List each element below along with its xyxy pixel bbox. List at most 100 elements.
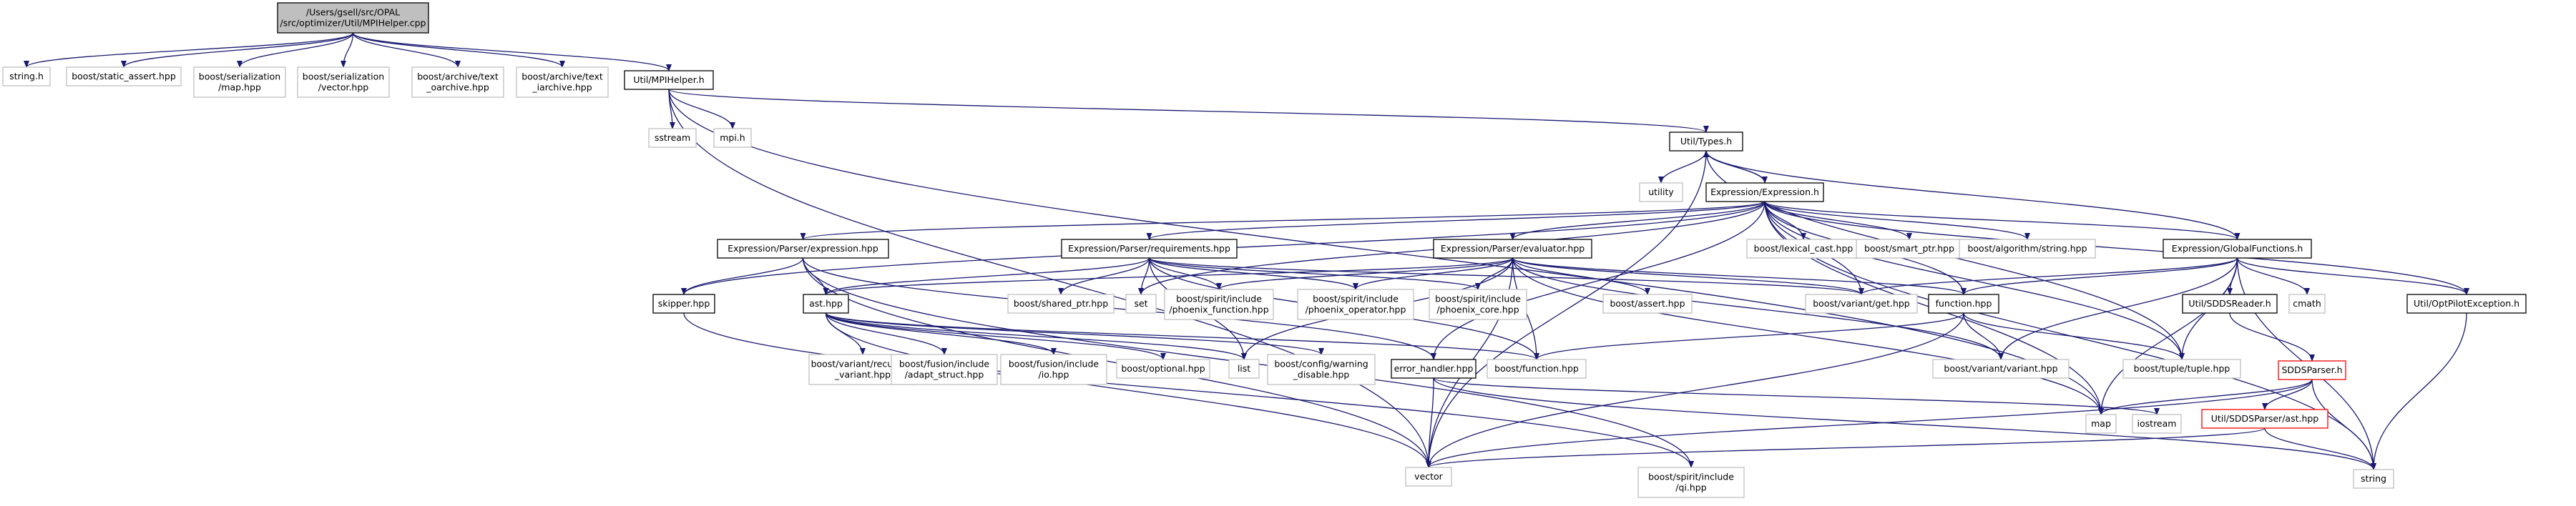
node-box [2085,414,2117,434]
node-sdds-parser[interactable]: SDDSParser.h [2278,360,2346,380]
node-function-hpp[interactable]: function.hpp [1928,294,1999,314]
edge-global_functions-to-variant_get [1858,257,2238,295]
node-label: boost/lexical_cast.hpp [1754,243,1853,254]
node-label: boost/fusion/include [899,359,990,369]
node-box [2278,360,2346,380]
node-map: map [2085,414,2117,434]
node-phoenix-core: boost/spirit/include/phoenix_core.hpp [1429,289,1527,320]
node-box [1164,289,1274,320]
node-label: Expression/Parser/expression.hpp [728,243,878,254]
edge-ast-to-vector [825,312,1431,468]
edge-global_functions-to-cmath [2236,257,2310,295]
node-optpilot-exception[interactable]: Util/OptPilotException.h [2406,294,2527,314]
node-label: Util/SDDSParser/ast.hpp [2211,413,2319,424]
node-sdds-parser-ast[interactable]: Util/SDDSParser/ast.hpp [2201,409,2328,429]
node-label: SDDSParser.h [2282,364,2343,375]
edge-global_functions-to-function_hpp [1961,257,2238,295]
node-box [1669,132,1743,152]
node-global-functions[interactable]: Expression/GlobalFunctions.h [2163,239,2312,259]
node-label: boost/config/warning [1274,359,1368,369]
edge-ast-to-optional [825,312,1166,360]
edge-sdds_parser-to-vector [1426,379,2313,468]
node-label: _oarchive.hpp [426,82,489,93]
node-box [1602,294,1693,314]
edge-optpilot_exception-to-string [2371,312,2467,470]
edge-root-to-mpihelper_h [352,32,672,71]
node-label: boost/archive/text [521,71,603,82]
node-parser-expression[interactable]: Expression/Parser/expression.hpp [717,239,889,259]
edge-sdds_parser_ast-to-vector [1426,427,2266,468]
edge-global_functions-to-types_h [1703,150,2238,240]
node-label: boost/shared_ptr.hpp [1014,298,1108,309]
node-config-warning: boost/config/warning_disable.hpp [1267,354,1376,385]
node-box [624,70,714,90]
node-sdds-reader[interactable]: Util/SDDSReader.h [2182,294,2278,314]
edge-parser_evaluator-to-map [1512,257,2104,415]
node-label: boost/variant/recursive [811,359,915,369]
node-box [1429,289,1527,320]
edge-expression_h-to-global_functions [1764,201,2240,240]
node-ast[interactable]: ast.hpp [803,294,849,314]
node-root[interactable]: /Users/gsell/src/OPAL/src/optimizer/Util… [277,2,429,34]
node-label: boost/serialization [199,71,280,82]
edge-parser_evaluator-to-ast [823,257,1514,295]
node-box [1487,359,1587,379]
node-smart-ptr: boost/smart_ptr.hpp [1856,239,1963,259]
node-box [648,128,697,148]
edge-parser_evaluator-to-function_hpp [1512,257,1967,295]
node-static-assert: boost/static_assert.hpp [66,66,182,86]
node-box [66,66,182,86]
node-box [891,354,998,385]
edge-error_handler-to-iostream [1433,377,2160,415]
node-types-h[interactable]: Util/Types.h [1669,132,1743,152]
node-expression-h[interactable]: Expression/Expression.h [1705,182,1824,202]
node-sstream: sstream [648,128,697,148]
node-label: Util/MPIHelper.h [633,74,704,85]
node-parser-evaluator[interactable]: Expression/Parser/evaluator.hpp [1433,239,1592,259]
node-string: string [2353,469,2394,489]
node-phoenix-function: boost/spirit/include/phoenix_function.hp… [1164,289,1274,320]
edge-ast-to-config_warning [825,312,1324,355]
node-box [1433,239,1592,259]
node-label: boost/spirit/include [1176,294,1262,304]
node-fusion-io: boost/fusion/include/io.hpp [1000,354,1107,385]
node-variant-variant: boost/variant/variant.hpp [1932,359,2070,379]
edge-sdds_reader-to-sdds_parser [2229,312,2315,362]
node-label: string [2361,473,2386,484]
node-label: boost/spirit/include [1648,472,1734,482]
node-mpi-h: mpi.h [713,128,752,148]
node-parser-requirements[interactable]: Expression/Parser/requirements.hpp [1061,239,1238,259]
edge-root-to-string_h [24,32,354,68]
node-label: boost/spirit/include [1435,294,1521,304]
node-label: _disable.hpp [1293,369,1350,380]
node-variant-get: boost/variant/get.hpp [1805,294,1918,314]
edge-parser_evaluator-to-variant_get [1512,257,1864,295]
node-label: string.h [9,71,44,81]
node-mpihelper-h[interactable]: Util/MPIHelper.h [624,70,714,90]
edge-parser_evaluator-to-phoenix_core [1475,257,1514,290]
node-label: boost/algorithm/string.hpp [1967,243,2087,254]
node-label: /phoenix_operator.hpp [1306,304,1406,315]
node-label: boost/static_assert.hpp [72,71,176,81]
node-qi: boost/spirit/include/qi.hpp [1637,467,1745,498]
node-iostream: iostream [2132,414,2182,434]
node-label: /Users/gsell/src/OPAL [306,7,400,18]
node-label: boost/variant/get.hpp [1813,298,1910,309]
node-skipper[interactable]: skipper.hpp [652,294,715,314]
node-box [297,66,390,98]
node-label: boost/tuple/tuple.hpp [2134,363,2230,374]
node-box [1928,294,1999,314]
node-label: ast.hpp [809,298,843,309]
edge-expression_h-to-types_h [1703,150,1766,184]
node-box [1805,294,1918,314]
edge-parser_expression-to-error_handler [802,257,1436,360]
node-label: Util/OptPilotException.h [2414,298,2519,309]
node-label: boost/spirit/include [1313,294,1399,304]
edge-function_hpp-to-variant_variant [1963,312,2004,360]
edge-parser_expression-to-skipper [681,257,804,295]
node-error-handler[interactable]: error_handler.hpp [1391,359,1476,379]
node-label: _iarchive.hpp [532,82,592,93]
edge-global_functions-to-optpilot_exception [2236,257,2469,295]
node-box [1637,467,1745,498]
